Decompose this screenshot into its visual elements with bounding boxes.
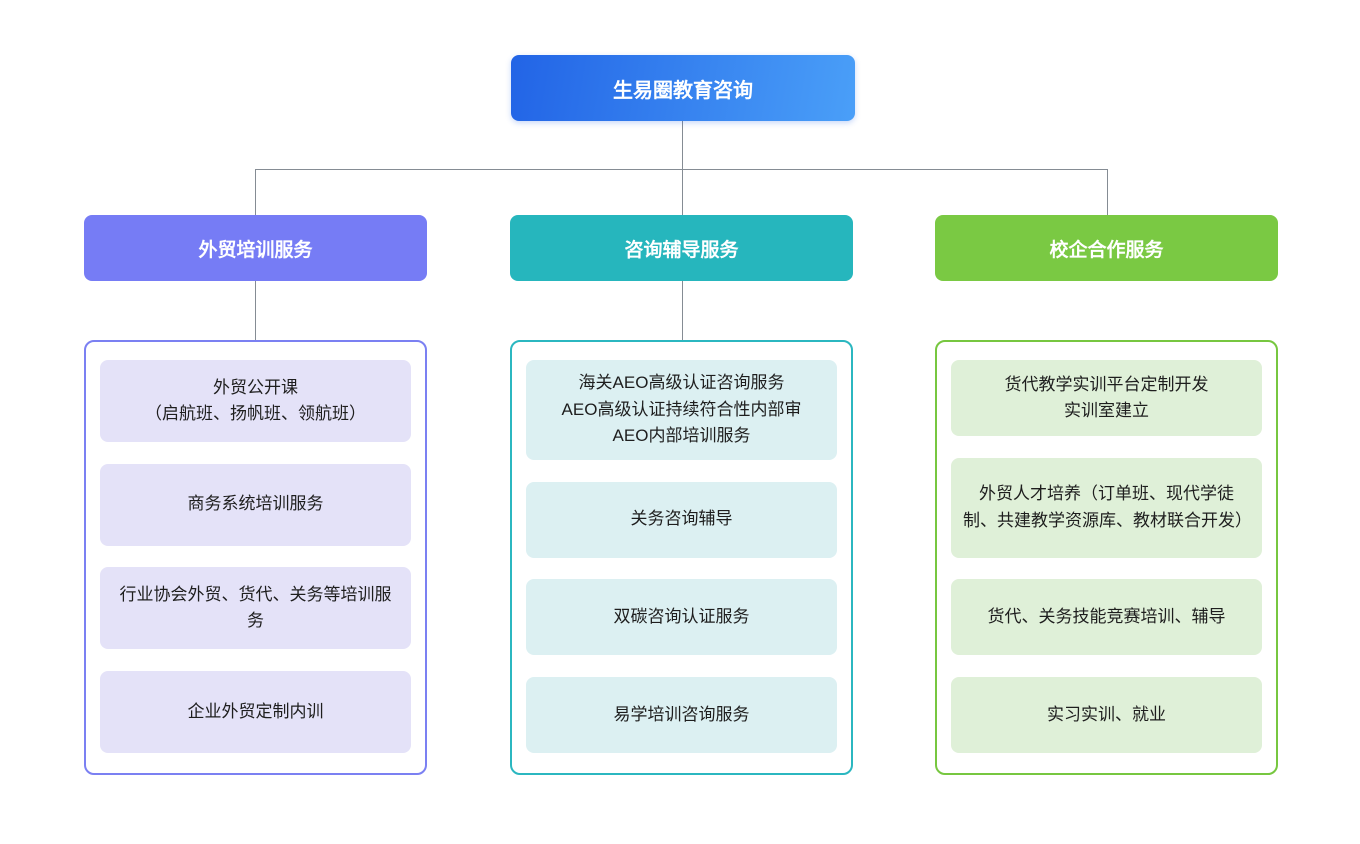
org-item-enterprise-custom-training: 企业外贸定制内训 — [100, 670, 411, 753]
root-node: 生易圈教育咨询 — [511, 55, 855, 121]
connector-drop-left — [255, 169, 256, 215]
connector-drop-middle — [682, 169, 683, 215]
org-item-dual-carbon-certification: 双碳咨询认证服务 — [526, 579, 837, 656]
connector-drop-right — [1107, 169, 1108, 215]
branch-header-consulting-coaching: 咨询辅导服务 — [510, 215, 853, 281]
org-item-yixue-training-consulting: 易学培训咨询服务 — [526, 676, 837, 753]
org-item-aeo-services: 海关AEO高级认证咨询服务 AEO高级认证持续符合性内部审 AEO内部培训服务 — [526, 360, 837, 460]
org-item-customs-consulting: 关务咨询辅导 — [526, 481, 837, 558]
org-item-business-system-training: 商务系统培训服务 — [100, 463, 411, 546]
branch-container-school-enterprise-cooperation: 货代教学实训平台定制开发 实训室建立 外贸人才培养（订单班、现代学徒制、共建教学… — [935, 340, 1278, 775]
org-item-skill-competition-training: 货代、关务技能竞赛培训、辅导 — [951, 579, 1262, 656]
org-item-talent-cultivation: 外贸人才培养（订单班、现代学徒制、共建教学资源库、教材联合开发） — [951, 457, 1262, 558]
connector-horizontal — [255, 169, 1107, 170]
connector-root-stem — [682, 121, 683, 169]
connector-left-header-to-list — [255, 281, 256, 340]
branch-container-foreign-trade-training: 外贸公开课 （启航班、扬帆班、领航班） 商务系统培训服务 行业协会外贸、货代、关… — [84, 340, 427, 775]
branch-container-consulting-coaching: 海关AEO高级认证咨询服务 AEO高级认证持续符合性内部审 AEO内部培训服务 … — [510, 340, 853, 775]
org-item-public-course: 外贸公开课 （启航班、扬帆班、领航班） — [100, 360, 411, 442]
connector-middle-header-to-list — [682, 281, 683, 340]
branch-header-school-enterprise-cooperation: 校企合作服务 — [935, 215, 1278, 281]
branch-header-foreign-trade-training: 外贸培训服务 — [84, 215, 427, 281]
org-item-industry-association-training: 行业协会外贸、货代、关务等培训服务 — [100, 567, 411, 650]
org-item-training-platform-development: 货代教学实训平台定制开发 实训室建立 — [951, 360, 1262, 436]
org-item-internship-employment: 实习实训、就业 — [951, 676, 1262, 753]
